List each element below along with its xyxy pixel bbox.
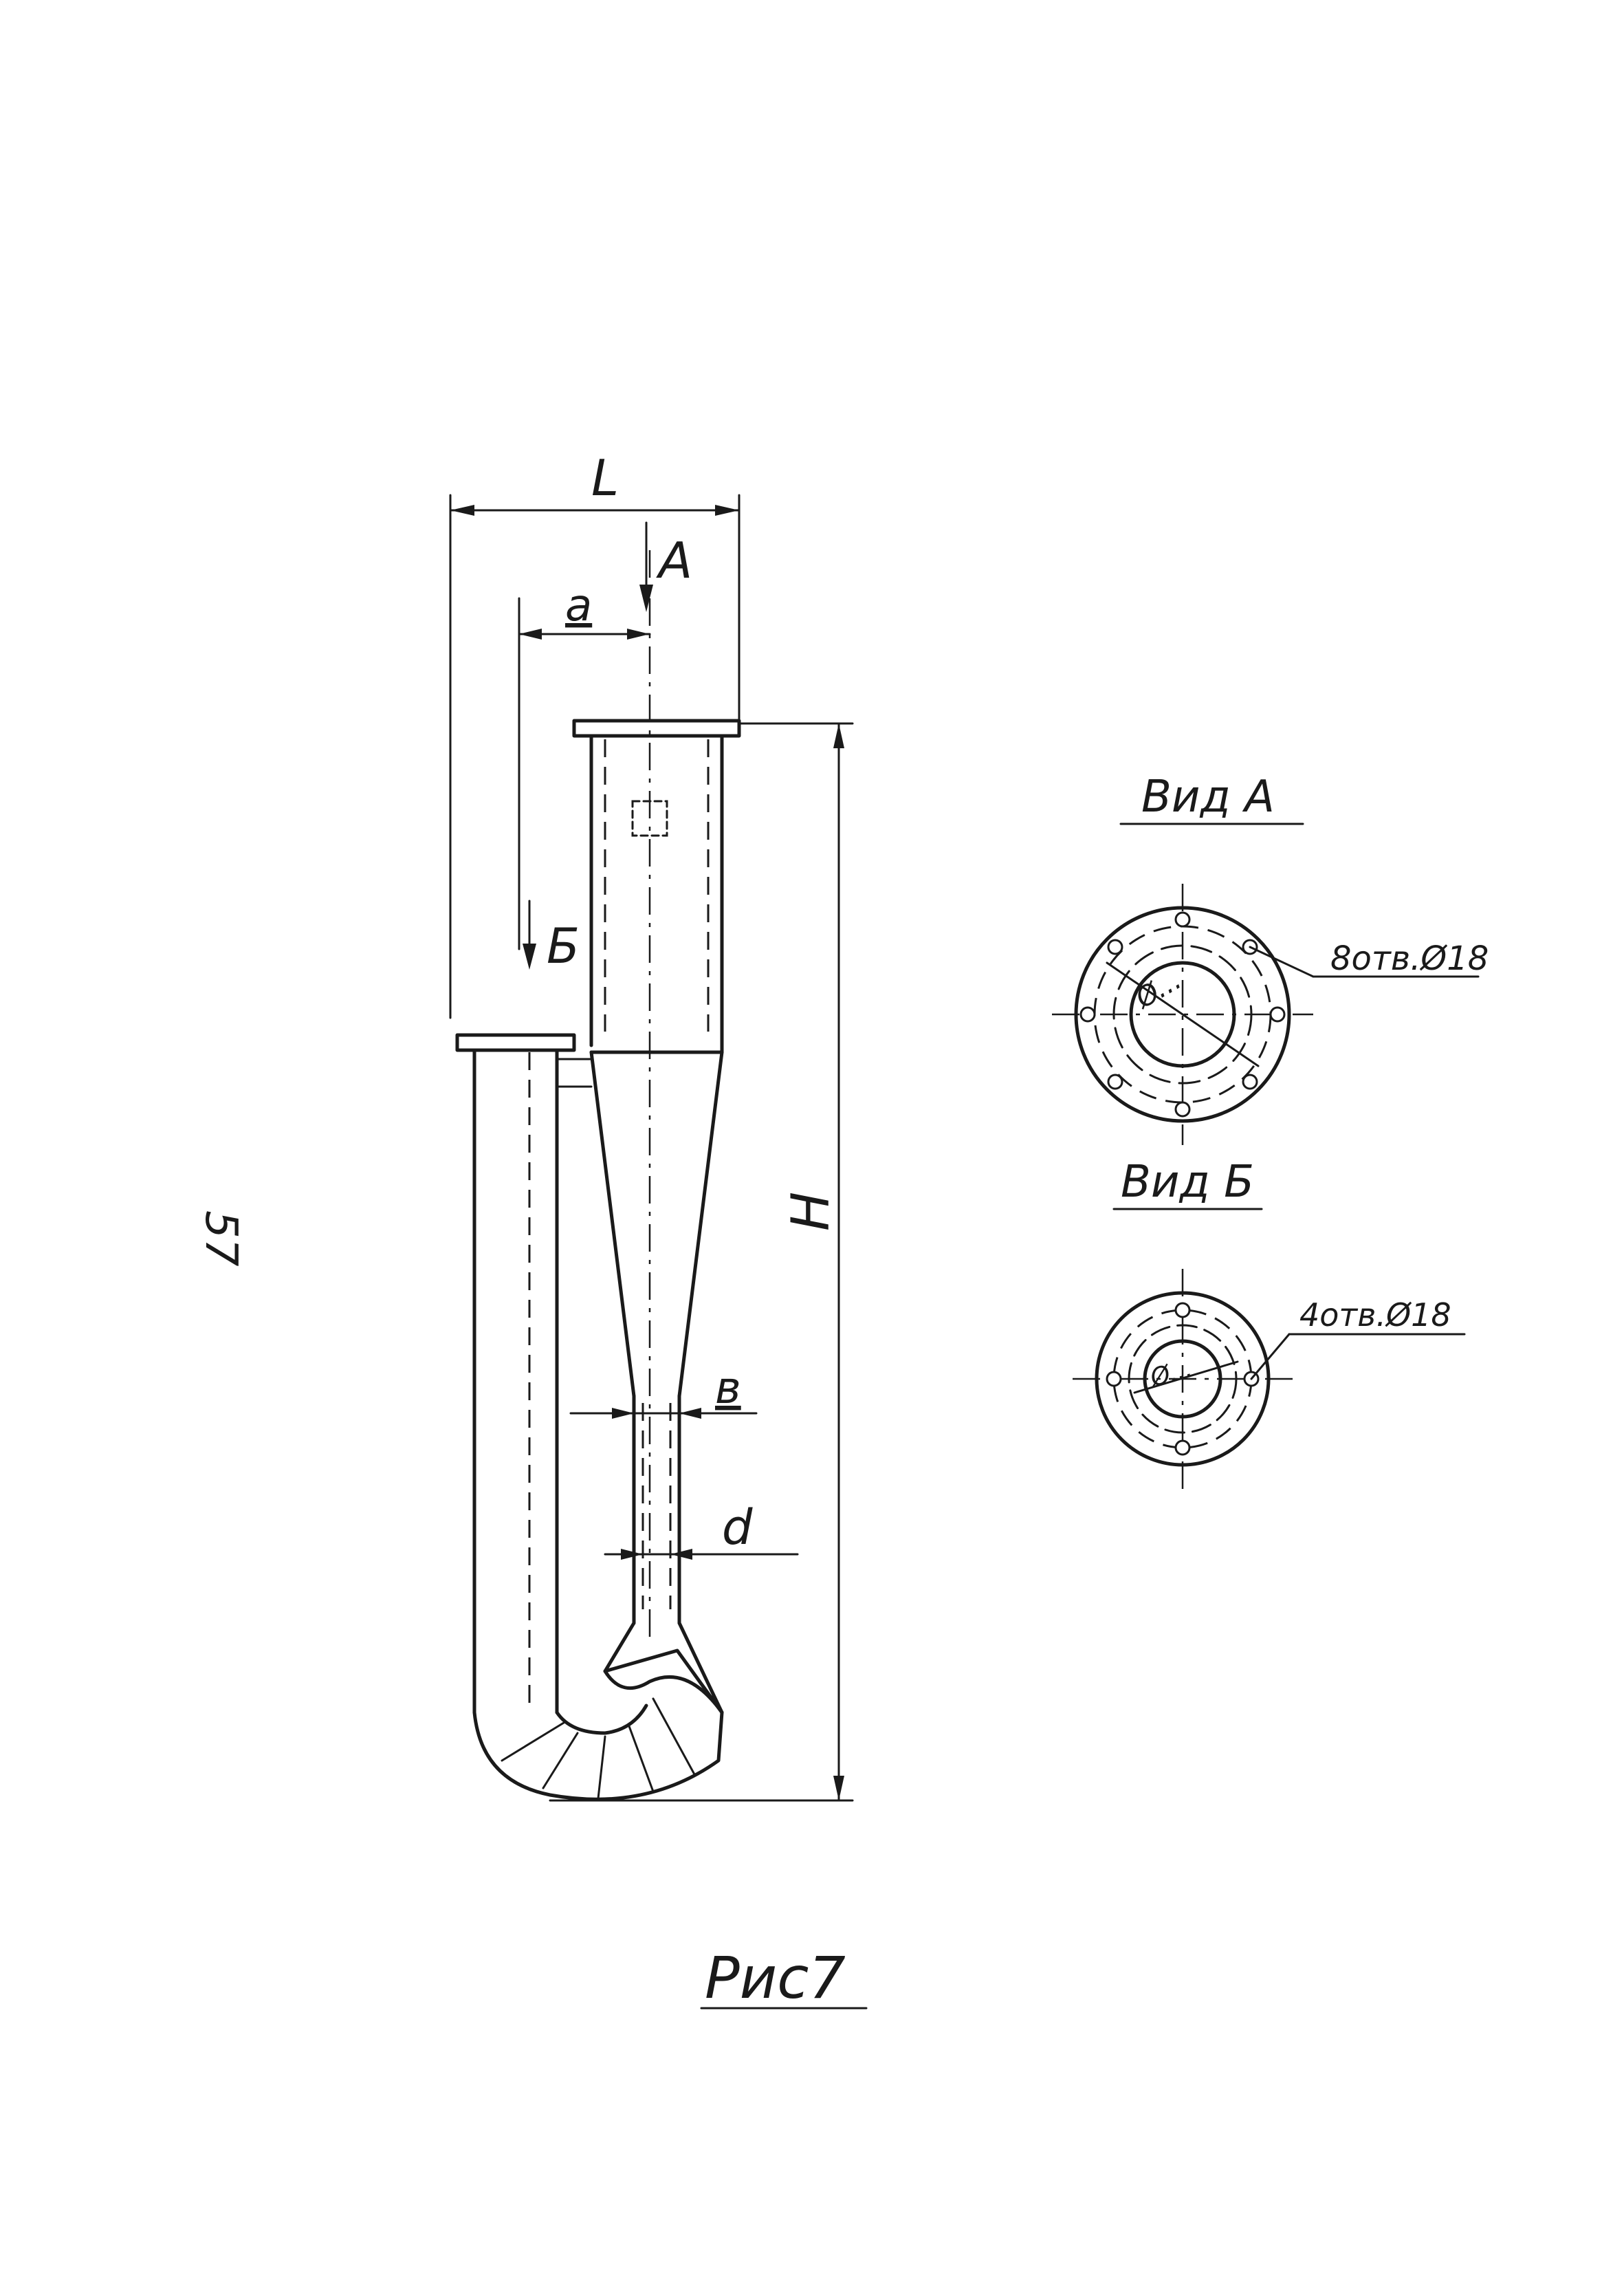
dim-l-label: L <box>591 449 619 507</box>
arrow-b-label: Б <box>547 918 580 975</box>
view-b-diameter: Ø... <box>1146 1355 1196 1393</box>
figure-caption: Рис7 <box>705 1944 846 2012</box>
main-view: L a A <box>449 449 854 1802</box>
dim-d-label: d <box>722 1499 753 1556</box>
view-b: Вид Б Ø... 4отв.Ø18 <box>1073 1157 1466 1492</box>
view-a-diameter: Ø... <box>1129 964 1187 1016</box>
arrow-a-label: A <box>656 532 692 589</box>
dimension-l: L <box>449 449 740 1019</box>
dim-a-label: a <box>565 580 592 631</box>
dim-b-label: в <box>715 1363 741 1414</box>
dimension-d: d <box>604 1499 799 1560</box>
view-arrow-b: Б <box>523 900 580 975</box>
cyclone-body <box>572 550 741 1715</box>
view-b-hole-note: 4отв.Ø18 <box>1299 1296 1451 1334</box>
view-a-hole-note: 8отв.Ø18 <box>1330 939 1489 978</box>
view-a: Вид А Ø... 8отв.Ø18 <box>1052 772 1489 1145</box>
view-arrow-a: A <box>639 521 692 612</box>
side-page-number: 57 <box>195 1210 246 1267</box>
dimension-b: в <box>569 1363 758 1419</box>
outlet-pipe <box>455 1033 724 1801</box>
dimension-h: H <box>549 722 854 1802</box>
view-a-title: Вид А <box>1141 772 1275 823</box>
dimension-a: a <box>518 580 651 950</box>
view-b-title: Вид Б <box>1121 1157 1254 1208</box>
dim-h-label: H <box>780 1192 841 1231</box>
